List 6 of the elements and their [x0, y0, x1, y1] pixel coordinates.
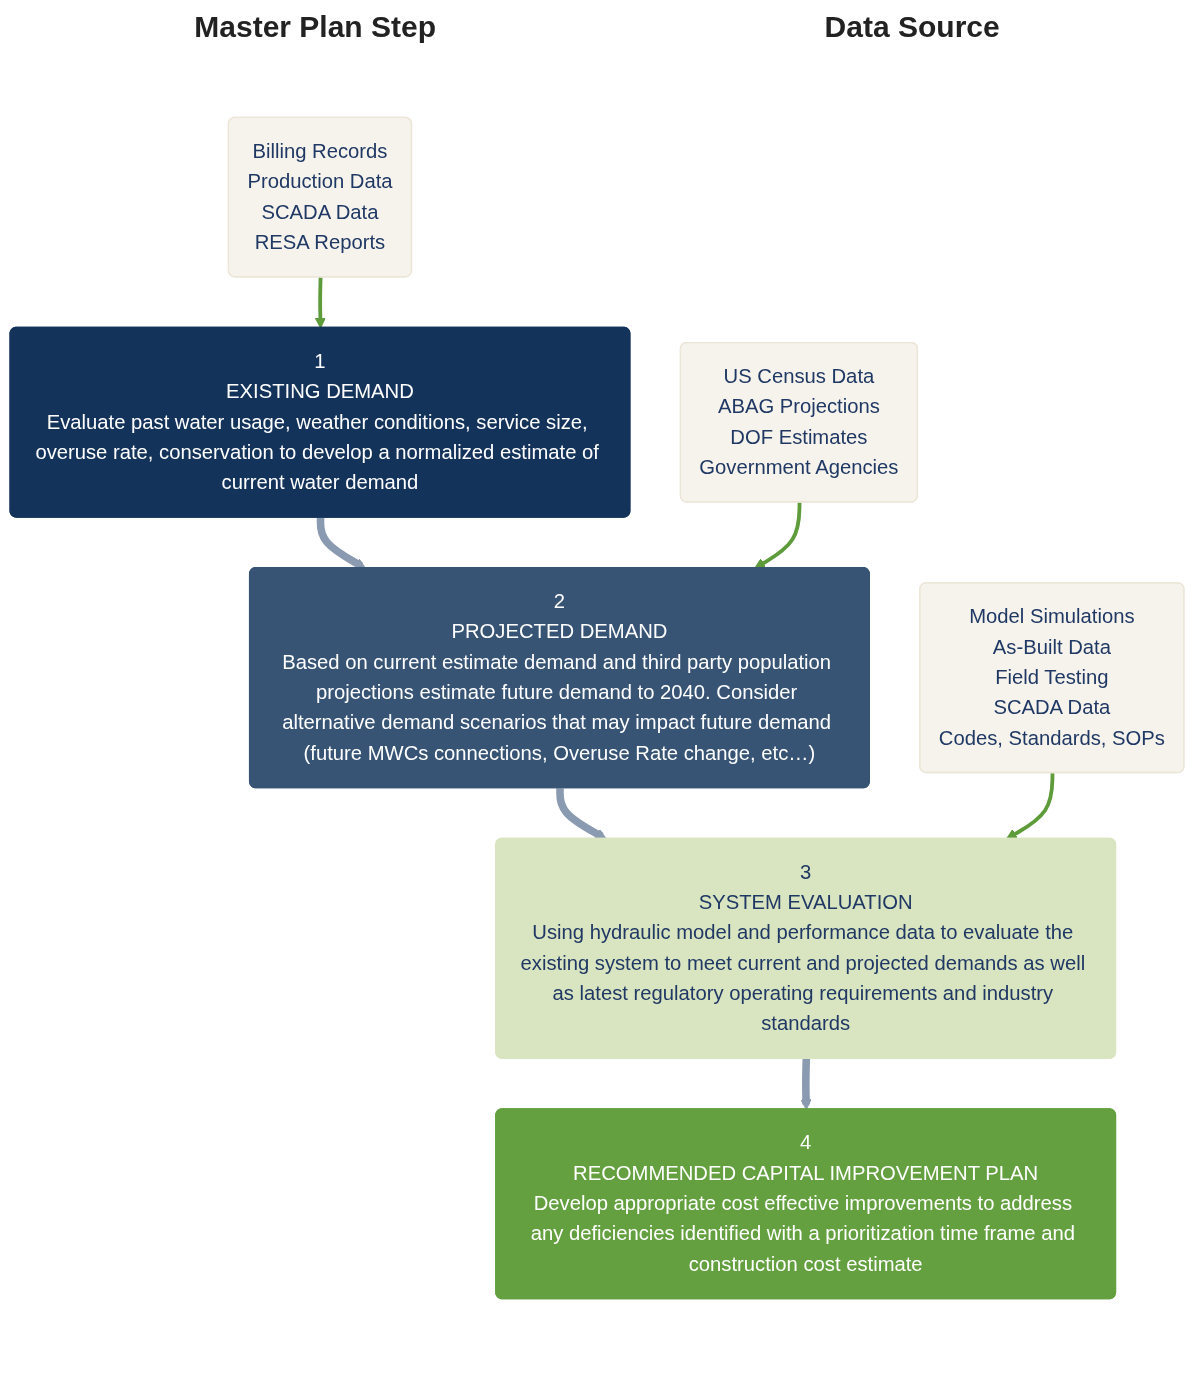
column-heading: Data Source [824, 10, 1000, 44]
column-heading: Master Plan Step [194, 10, 437, 44]
arrow [754, 502, 802, 569]
arrow [314, 277, 326, 329]
arrow [1006, 773, 1055, 840]
arrow [556, 788, 607, 840]
